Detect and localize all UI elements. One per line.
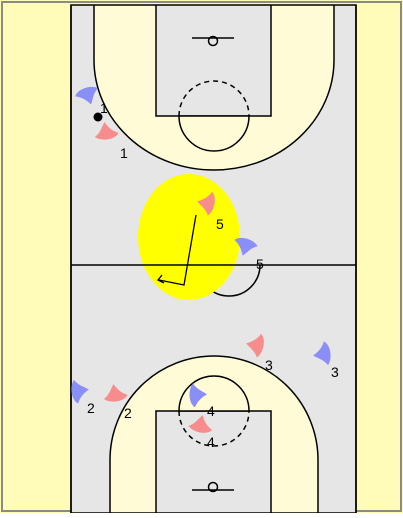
defense-player-icon — [313, 341, 331, 366]
offense-label: 2 — [124, 405, 132, 421]
defense-players — [71, 86, 331, 408]
defense-player-icon — [71, 379, 89, 404]
movement-path — [158, 214, 197, 286]
bottom-rim — [207, 481, 219, 493]
bottom-key — [155, 410, 272, 513]
offense-player-icon — [94, 122, 119, 140]
defense-label: 4 — [207, 403, 215, 419]
offense-label: 5 — [216, 216, 224, 232]
offense-label: 3 — [265, 357, 273, 373]
offense-player-icon — [188, 415, 213, 433]
court-markings — [93, 5, 335, 513]
ball-icon — [93, 112, 103, 122]
defense-label: 1 — [100, 100, 108, 116]
offense-player-icon — [103, 384, 128, 402]
offense-label: 1 — [120, 145, 128, 161]
player-labels: 1 1 5 5 3 3 2 2 4 4 — [87, 100, 339, 450]
defense-label: 5 — [256, 256, 264, 272]
defense-player-icon — [234, 237, 258, 256]
top-key — [155, 5, 272, 117]
top-free-throw-circle-dashed — [178, 80, 250, 117]
defense-label: 3 — [331, 364, 339, 380]
bottom-free-throw-circle-dashed — [178, 410, 250, 447]
defense-label: 2 — [87, 400, 95, 416]
defense-player-icon — [75, 86, 98, 105]
top-rim — [207, 35, 219, 47]
defense-player-icon — [189, 383, 207, 408]
offense-label: 4 — [207, 434, 215, 450]
top-free-throw-circle — [178, 115, 250, 152]
offense-player-icon — [197, 191, 215, 216]
movement-arrowhead — [156, 274, 165, 284]
offense-players — [94, 122, 264, 433]
offense-player-icon — [246, 333, 264, 358]
highlight-area — [138, 174, 240, 300]
